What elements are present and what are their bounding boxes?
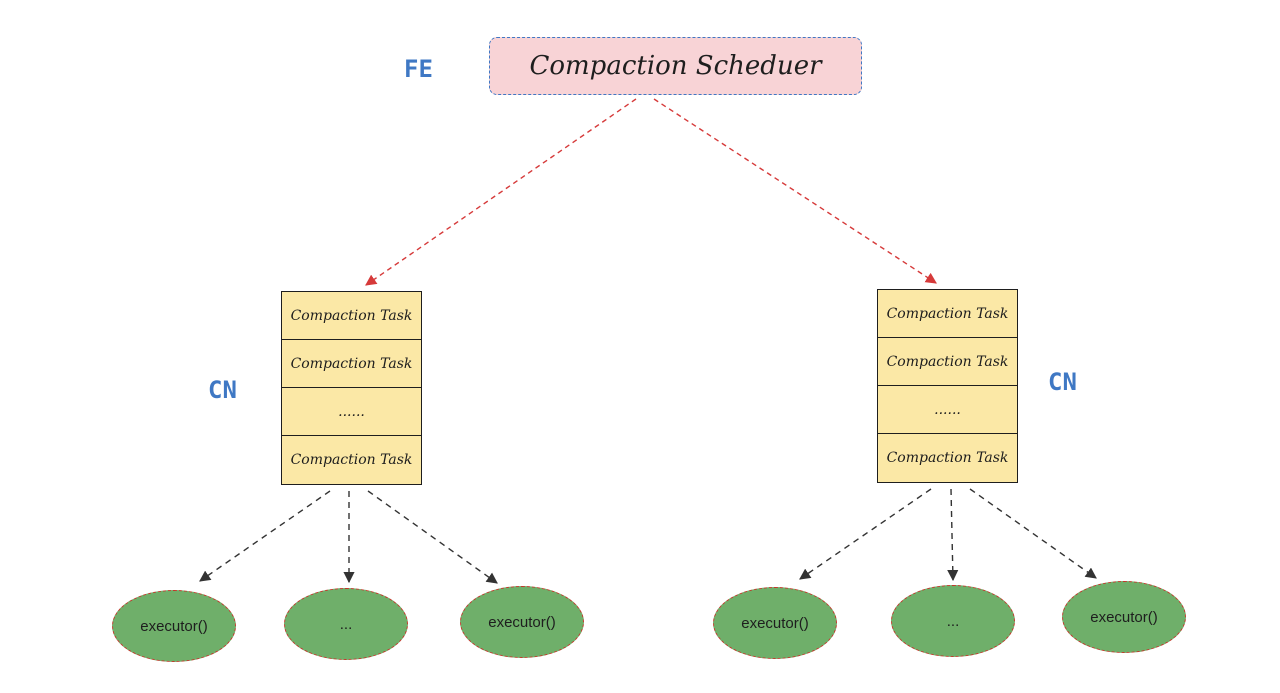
fe-label: FE	[404, 55, 433, 83]
task-queue-item: Compaction Task	[282, 340, 421, 388]
cn-right-executor-1: executor()	[713, 587, 837, 659]
arrow-cn-right-to-executor-2	[947, 488, 959, 582]
arrow-cn-left-to-executor-1	[199, 490, 331, 582]
cn-left-executor-2: ...	[284, 588, 408, 660]
executor-label: executor()	[741, 614, 809, 632]
cn-left-executor-1: executor()	[112, 590, 236, 662]
executor-label: executor()	[1090, 608, 1158, 626]
cn-left-executor-3: executor()	[460, 586, 584, 658]
compaction-scheduler-node: Compaction Scheduer	[489, 37, 862, 95]
cn-left-label: CN	[208, 376, 237, 404]
task-queue-ellipsis: ......	[878, 386, 1017, 434]
executor-label: executor()	[488, 613, 556, 631]
cn-right-executor-3: executor()	[1062, 581, 1186, 653]
executor-label: executor()	[140, 617, 208, 635]
cn-right-label: CN	[1048, 368, 1077, 396]
arrow-scheduler-to-cn-right	[653, 98, 937, 284]
arrow-scheduler-to-cn-left	[365, 98, 637, 286]
arrow-cn-left-to-executor-3	[367, 490, 498, 584]
task-queue-item: Compaction Task	[878, 338, 1017, 386]
arrow-cn-right-to-executor-3	[969, 488, 1097, 579]
task-queue-ellipsis: ......	[282, 388, 421, 436]
executor-label: ...	[339, 615, 353, 633]
task-queue-item: Compaction Task	[878, 290, 1017, 338]
arrow-cn-right-to-executor-1	[799, 488, 932, 580]
cn-right-executor-2: ...	[891, 585, 1015, 657]
task-queue-item: Compaction Task	[886, 450, 1009, 466]
cn-right-task-queue: Compaction Task Compaction Task ...... C…	[877, 289, 1018, 483]
cn-left-task-queue: Compaction Task Compaction Task ...... C…	[281, 291, 422, 485]
task-queue-item: Compaction Task	[290, 452, 413, 468]
task-queue-item: Compaction Task	[282, 292, 421, 340]
compaction-scheduler-label: Compaction Scheduer	[529, 51, 822, 81]
executor-label: ...	[946, 612, 960, 630]
